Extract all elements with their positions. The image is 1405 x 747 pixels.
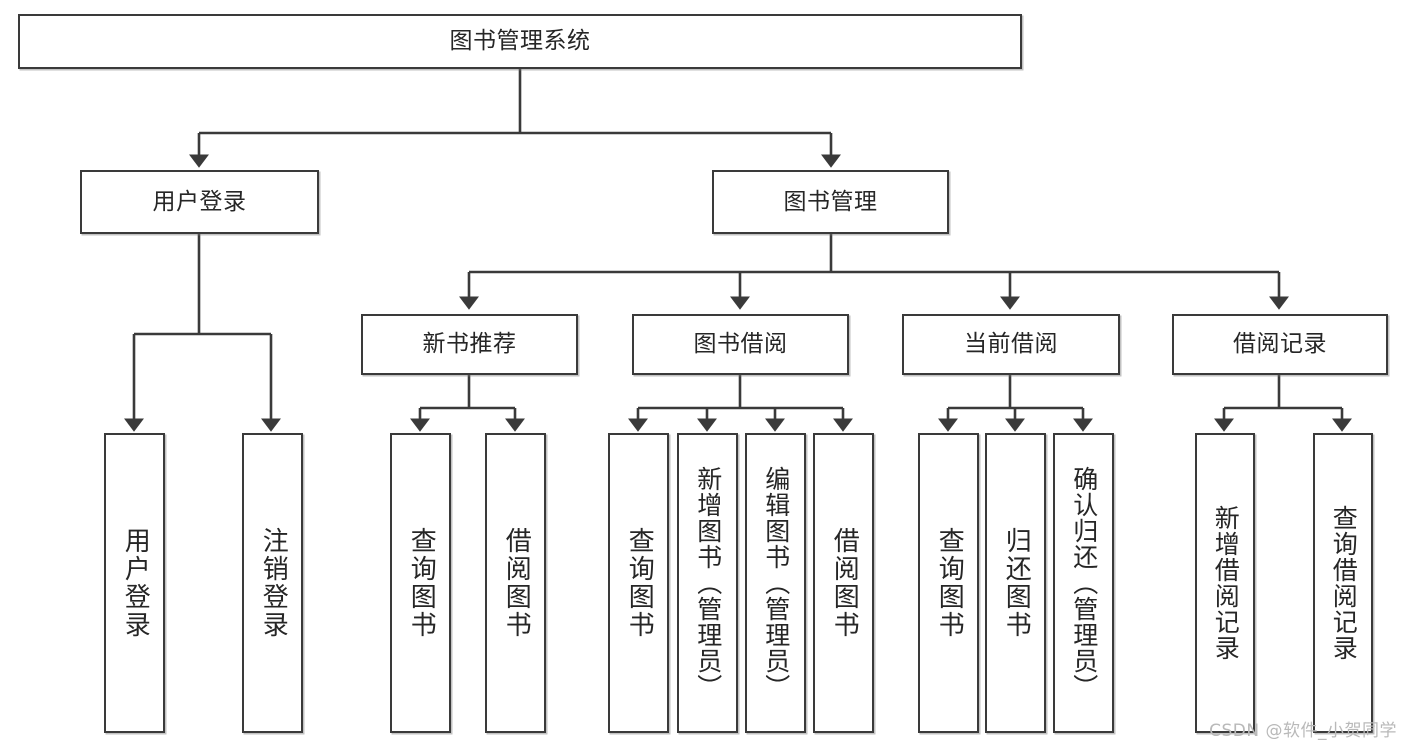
node-current-borrow[interactable]: 当前借阅 (902, 314, 1120, 375)
leaf-borrow-book-recommend[interactable]: 借阅图书 (485, 433, 546, 733)
node-label: 借阅记录 (1233, 331, 1327, 358)
node-label: 注销登录 (258, 527, 289, 639)
node-label: 借阅图书 (829, 527, 860, 639)
node-label: 编辑图书（管理员） (761, 466, 791, 700)
leaf-add-borrow-record[interactable]: 新增借阅记录 (1195, 433, 1255, 733)
node-label: 新增图书（管理员） (693, 466, 723, 700)
node-label: 新书推荐 (422, 331, 517, 358)
node-label: 查询图书 (934, 527, 965, 639)
node-borrow-record[interactable]: 借阅记录 (1172, 314, 1388, 375)
watermark-text: CSDN @软件_小贺同学 (1209, 721, 1397, 741)
node-label: 用户登录 (152, 188, 247, 215)
leaf-return-book[interactable]: 归还图书 (985, 433, 1046, 733)
node-user-login[interactable]: 用户登录 (80, 170, 319, 234)
node-label: 归还图书 (1001, 527, 1032, 639)
node-label: 当前借阅 (964, 331, 1058, 358)
node-new-book-recommend[interactable]: 新书推荐 (361, 314, 578, 375)
node-label: 借阅图书 (501, 527, 532, 639)
node-label: 确认归还（管理员） (1069, 466, 1099, 700)
node-label: 用户登录 (120, 527, 151, 639)
leaf-query-borrow-record[interactable]: 查询借阅记录 (1313, 433, 1373, 733)
leaf-logout[interactable]: 注销登录 (242, 433, 303, 733)
leaf-confirm-return-admin[interactable]: 确认归还（管理员） (1053, 433, 1114, 733)
leaf-user-login[interactable]: 用户登录 (104, 433, 165, 733)
node-label: 查询借阅记录 (1329, 505, 1359, 661)
node-label: 查询图书 (624, 527, 655, 639)
leaf-query-book-recommend[interactable]: 查询图书 (390, 433, 451, 733)
node-label: 查询图书 (406, 527, 437, 639)
node-book-borrow[interactable]: 图书借阅 (632, 314, 849, 375)
leaf-query-book-borrow[interactable]: 查询图书 (608, 433, 669, 733)
leaf-borrow-book[interactable]: 借阅图书 (813, 433, 874, 733)
leaf-add-book-admin[interactable]: 新增图书（管理员） (677, 433, 738, 733)
node-root-system[interactable]: 图书管理系统 (18, 14, 1022, 69)
node-book-management[interactable]: 图书管理 (712, 170, 949, 234)
node-label: 图书借阅 (693, 331, 788, 358)
leaf-query-book-current[interactable]: 查询图书 (918, 433, 979, 733)
leaf-edit-book-admin[interactable]: 编辑图书（管理员） (745, 433, 806, 733)
node-label: 图书管理系统 (449, 28, 591, 55)
node-label: 新增借阅记录 (1211, 505, 1241, 661)
node-label: 图书管理 (783, 188, 878, 215)
